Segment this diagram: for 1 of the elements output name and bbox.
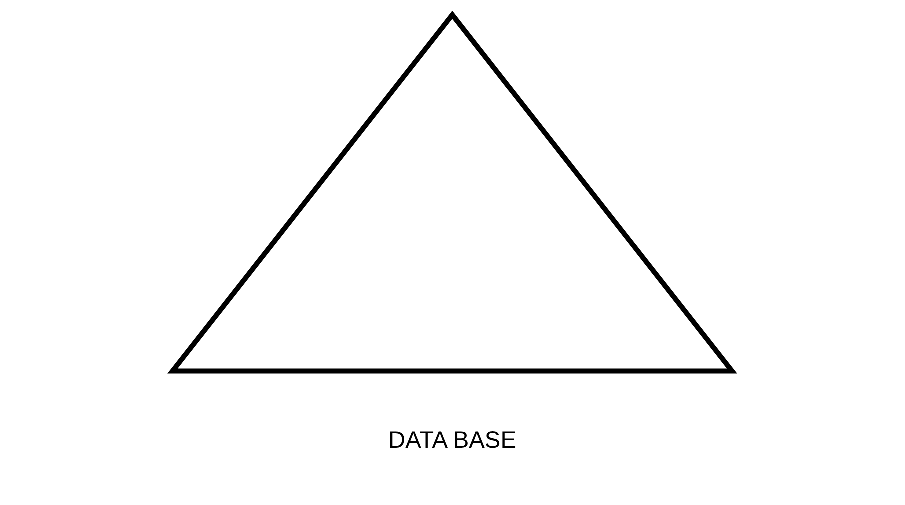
node-label: DATA BASE xyxy=(388,428,516,454)
